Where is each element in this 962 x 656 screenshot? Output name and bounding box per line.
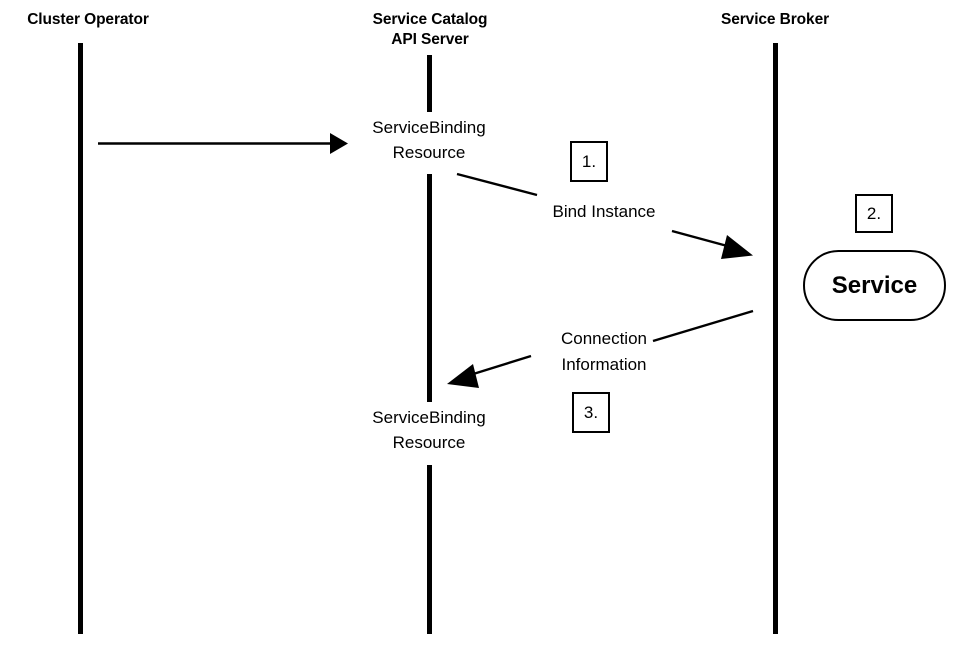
- node-service: Service: [803, 250, 946, 321]
- lane-title-service-catalog-api-server: Service Catalog API Server: [372, 11, 488, 48]
- lifeline-service-catalog-api-server-segment-2: [427, 174, 432, 402]
- lane-title-service-broker: Service Broker: [720, 11, 830, 28]
- node-servicebinding-resource-bottom: ServiceBinding Resource: [372, 408, 486, 452]
- lane-title-cluster-operator: Cluster Operator: [27, 11, 149, 28]
- node-servicebinding-resource-top: ServiceBinding Resource: [372, 118, 486, 162]
- message-label-bind-instance: Bind Instance: [552, 202, 656, 221]
- step-marker-2: 2.: [855, 194, 893, 233]
- lifeline-cluster-operator: [78, 43, 83, 634]
- step-marker-1: 1.: [570, 141, 608, 182]
- arrow-create-binding: [98, 133, 348, 154]
- step-marker-3: 3.: [572, 392, 610, 433]
- lifeline-service-catalog-api-server-segment-3: [427, 465, 432, 634]
- message-label-connection-information: Connection Information: [560, 329, 647, 374]
- lifeline-service-catalog-api-server-segment-1: [427, 55, 432, 112]
- lifeline-service-broker: [773, 43, 778, 634]
